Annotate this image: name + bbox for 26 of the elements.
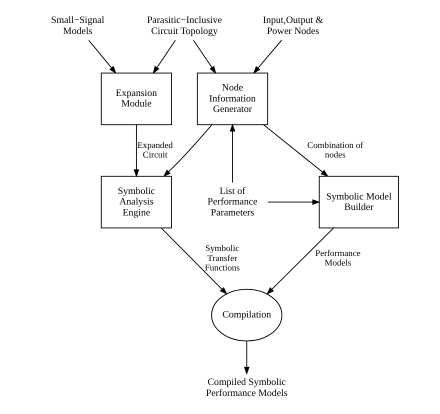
- arrow: [133, 124, 139, 178]
- node-text: Small−Signal Models: [50, 15, 104, 37]
- arrow: [192, 40, 216, 74]
- node-box: Symbolic Model Builder: [318, 176, 398, 228]
- node-box: Expansion Module: [100, 72, 172, 126]
- edge-label: Expanded Circuit: [136, 140, 172, 160]
- arrow: [160, 228, 227, 295]
- arrow: [266, 228, 334, 295]
- arrow: [152, 40, 176, 74]
- arrow: [229, 124, 235, 183]
- arrow: [266, 199, 320, 205]
- node-text: Input,Output & Power Nodes: [262, 15, 323, 37]
- node-text: List of Performance Parameters: [207, 186, 257, 218]
- edge-label: Performance Models: [314, 248, 360, 268]
- arrow: [262, 124, 328, 177]
- edge-label: Symbolic Transfer Functions: [204, 243, 240, 273]
- arrow: [88, 40, 116, 74]
- arrow: [243, 340, 250, 375]
- node-text: Compiled Symbolic Performance Models: [205, 377, 288, 399]
- node-ellipse: Compilation: [210, 288, 282, 342]
- arrow: [252, 40, 282, 74]
- edge-label: Combination of nodes: [306, 140, 363, 160]
- node-text: Parasitic−Inclusive Circuit Topology: [146, 15, 222, 37]
- node-box: Symbolic Analysis Engine: [100, 176, 172, 228]
- arrow: [162, 124, 212, 178]
- node-box: Node Information Generator: [196, 72, 268, 126]
